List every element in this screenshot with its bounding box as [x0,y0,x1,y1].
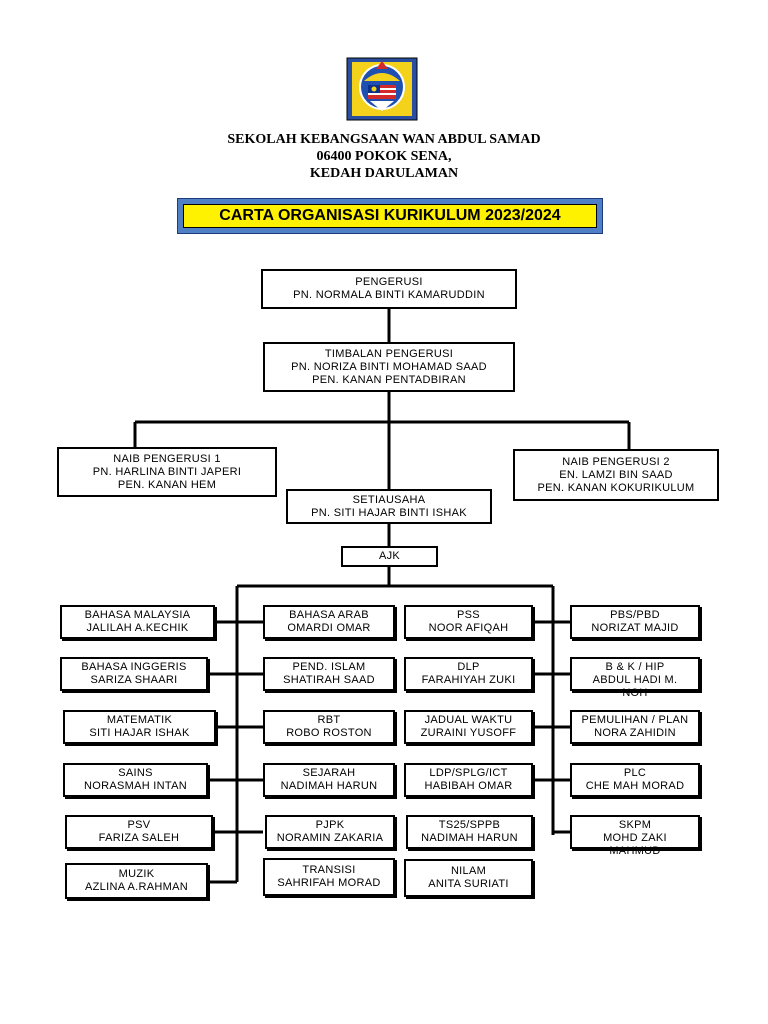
unit-name: BAHASA ARAB [289,609,369,621]
unit-box: BAHASA INGGERIS SARIZA SHAARI [60,657,208,691]
timbalan-role: TIMBALAN PENGERUSI [324,347,454,360]
naib2-role: NAIB PENGERUSI 2 [562,455,670,468]
unit-person: SARIZA SHAARI [90,674,178,686]
unit-box: PEMULIHAN / PLAN NORA ZAHIDIN [570,710,700,744]
unit-person: ROBO ROSTON [286,727,372,739]
unit-box: PEND. ISLAM SHATIRAH SAAD [263,657,395,691]
unit-person: AZLINA A.RAHMAN [85,881,188,893]
unit-box: MUZIK AZLINA A.RAHMAN [65,863,208,899]
unit-name: BAHASA INGGERIS [81,661,187,673]
unit-person: NORA ZAHIDIN [594,727,676,739]
unit-name: PEMULIHAN / PLAN [581,714,689,726]
unit-name: SEJARAH [302,767,356,779]
unit-box: TRANSISI SAHRIFAH MORAD [263,858,395,896]
unit-person: FARAHIYAH ZUKI [421,674,516,686]
unit-box: MATEMATIK SITI HAJAR ISHAK [63,710,216,744]
pengerusi-role: PENGERUSI [355,276,423,288]
unit-person: SITI HAJAR ISHAK [89,727,190,739]
unit-name: TS25/SPPB [438,819,501,831]
unit-name: MATEMATIK [106,714,173,726]
unit-person: OMARDI OMAR [287,622,371,634]
unit-name: BAHASA MALAYSIA [84,609,191,621]
unit-box: JADUAL WAKTU ZURAINI YUSOFF [404,710,533,744]
unit-person-cont: NOH [622,687,648,699]
unit-name: DLP [457,661,480,673]
unit-name: RBT [317,714,341,726]
unit-box: LDP/SPLG/ICT HABIBAH OMAR [404,763,533,797]
unit-person: JALILAH A.KECHIK [86,622,189,634]
unit-box: BAHASA ARAB OMARDI OMAR [263,605,395,639]
setiausaha-name: PN. SITI HAJAR BINTI ISHAK [311,506,467,519]
unit-name: PLC [623,767,647,779]
pengerusi-box: PENGERUSI PN. NORMALA BINTI KAMARUDDIN [261,269,517,309]
unit-name: MUZIK [118,868,155,880]
unit-box: PSS NOOR AFIQAH [404,605,533,639]
timbalan-title: PEN. KANAN PENTADBIRAN [312,373,466,386]
school-state: KEDAH DARULAMAN [309,166,459,181]
setiausaha-box: SETIAUSAHA PN. SITI HAJAR BINTI ISHAK [286,489,492,524]
naib1-box: NAIB PENGERUSI 1 PN. HARLINA BINTI JAPER… [57,447,277,497]
unit-name: TRANSISI [302,864,356,876]
unit-person-cont: MAHMUD [609,845,661,857]
naib1-role: NAIB PENGERUSI 1 [113,452,221,465]
school-logo [346,57,418,121]
pengerusi-name: PN. NORMALA BINTI KAMARUDDIN [293,289,485,301]
unit-name: JADUAL WAKTU [424,714,513,726]
naib1-title: PEN. KANAN HEM [117,478,217,491]
unit-name: PEND. ISLAM [292,661,366,673]
unit-box: DLP FARAHIYAH ZUKI [404,657,533,691]
naib2-box: NAIB PENGERUSI 2 EN. LAMZI BIN SAAD PEN.… [513,449,719,501]
unit-person: CHE MAH MORAD [585,780,685,792]
timbalan-box: TIMBALAN PENGERUSI PN. NORIZA BINTI MOHA… [263,342,515,392]
naib2-name: EN. LAMZI BIN SAAD [559,468,673,481]
unit-person: SAHRIFAH MORAD [277,877,381,889]
unit-person: NORIZAT MAJID [591,622,679,634]
unit-box: B & K / HIP ABDUL HADI M. NOH [570,657,700,699]
unit-person: NADIMAH HARUN [280,780,378,792]
unit-box: PJPK NORAMIN ZAKARIA [265,815,395,849]
unit-person: FARIZA SALEH [98,832,180,844]
unit-box: TS25/SPPB NADIMAH HARUN [406,815,533,849]
unit-name: LDP/SPLG/ICT [429,767,508,779]
setiausaha-role: SETIAUSAHA [352,493,426,506]
unit-person: NORASMAH INTAN [83,780,187,792]
unit-box: RBT ROBO ROSTON [263,710,395,744]
school-address: 06400 POKOK SENA, [316,149,452,164]
chart-title-banner: CARTA ORGANISASI KURIKULUM 2023/2024 [177,198,603,234]
unit-name: PJPK [315,819,345,831]
unit-box: SEJARAH NADIMAH HARUN [263,763,395,797]
timbalan-name: PN. NORIZA BINTI MOHAMAD SAAD [291,360,487,373]
unit-name: SAINS [118,767,153,779]
unit-name: PSS [457,609,480,621]
naib1-name: PN. HARLINA BINTI JAPERI [92,465,242,478]
unit-box: SKPM MOHD ZAKI MAHMUD [570,815,700,857]
ajk-label: AJK [378,550,401,562]
unit-person: NORAMIN ZAKARIA [276,832,384,844]
unit-person: NOOR AFIQAH [428,622,509,634]
unit-person: ANITA SURIATI [428,878,509,890]
school-name: SEKOLAH KEBANGSAAN WAN ABDUL SAMAD [227,132,541,147]
unit-box: NILAM ANITA SURIATI [404,859,533,897]
unit-name: NILAM [450,865,487,877]
unit-box: PSV FARIZA SALEH [65,815,213,849]
unit-name: SKPM [618,819,652,831]
unit-person: NADIMAH HARUN [421,832,518,844]
naib2-title: PEN. KANAN KOKURIKULUM [537,481,695,494]
unit-box: SAINS NORASMAH INTAN [63,763,208,797]
unit-person: HABIBAH OMAR [424,780,513,792]
ajk-box: AJK [341,546,438,567]
unit-name: PBS/PBD [610,609,660,621]
unit-person: ABDUL HADI M. [592,674,678,686]
unit-name: PSV [127,819,151,831]
unit-name: B & K / HIP [605,661,665,673]
unit-box: PLC CHE MAH MORAD [570,763,700,797]
unit-person: SHATIRAH SAAD [283,674,375,686]
chart-title: CARTA ORGANISASI KURIKULUM 2023/2024 [183,204,597,228]
unit-person: ZURAINI YUSOFF [420,727,517,739]
unit-box: BAHASA MALAYSIA JALILAH A.KECHIK [60,605,215,639]
unit-box: PBS/PBD NORIZAT MAJID [570,605,700,639]
unit-person: MOHD ZAKI [603,832,667,844]
